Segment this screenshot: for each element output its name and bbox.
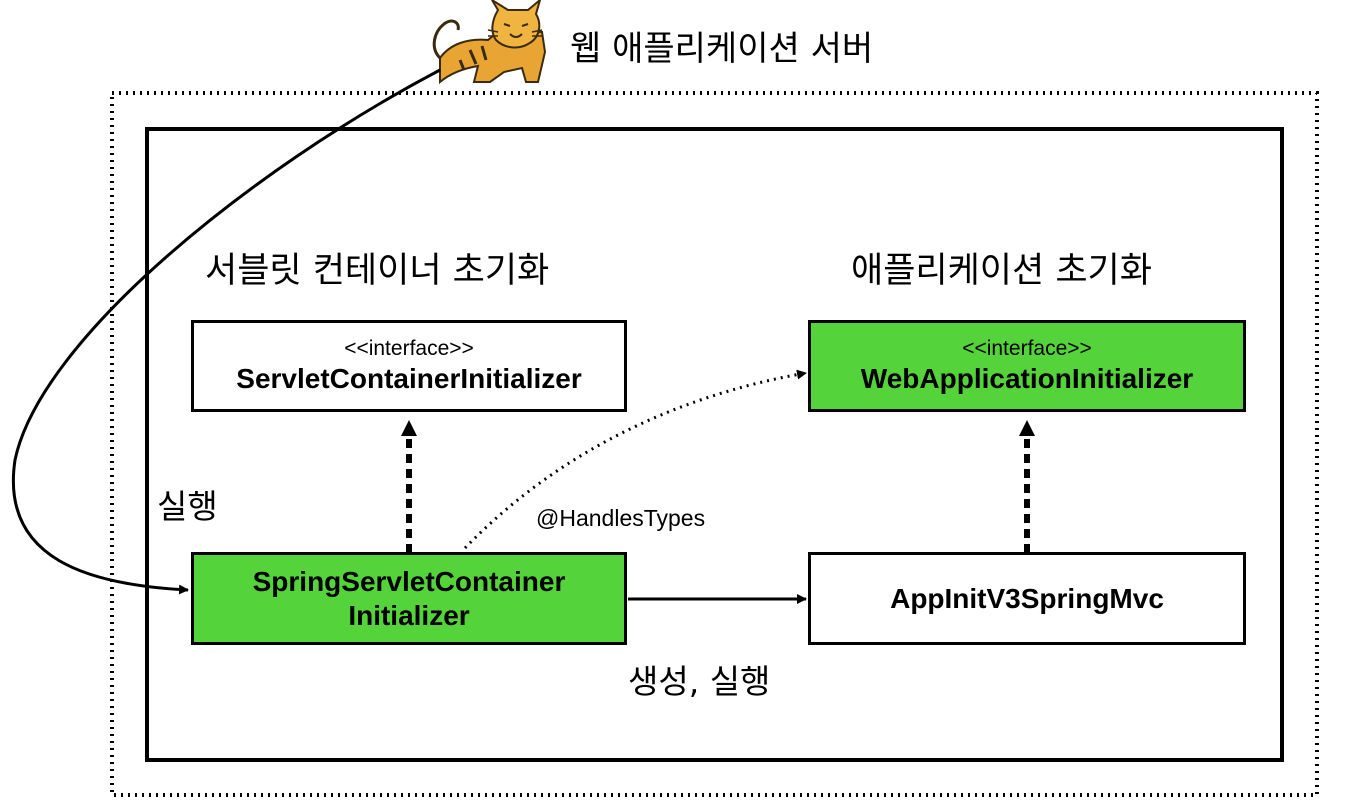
handles-types-label: @HandlesTypes	[536, 505, 706, 531]
spring-servlet-container-initializer-name-line2: Initializer	[348, 599, 470, 631]
servlet-container-initializer-stereotype: <<interface>>	[344, 337, 474, 360]
web-application-initializer-name: WebApplicationInitializer	[860, 363, 1194, 394]
create-run-label: 생성, 실행	[628, 662, 771, 701]
server-run-arrow	[11, 68, 441, 595]
app-init-name: AppInitV3SpringMvc	[890, 582, 1164, 614]
server-title: 웹 애플리케이션 서버	[570, 29, 874, 69]
server-boundary	[110, 91, 1319, 797]
handles-types-arrow	[463, 369, 807, 550]
web-application-initializer-stereotype: <<interface>>	[962, 337, 1092, 360]
servlet-container-initializer-name: ServletContainerInitializer	[236, 363, 582, 394]
right-section-title: 애플리케이션 초기화	[851, 251, 1152, 291]
server-run-label: 실행	[157, 487, 218, 526]
left-section-title: 서블릿 컨테이너 초기화	[205, 251, 550, 291]
container-boundary	[145, 127, 1284, 762]
app-init-box: AppInitV3SpringMvc	[808, 552, 1246, 645]
spring-servlet-container-initializer-box: SpringServletContainer Initializer	[191, 552, 627, 645]
tomcat-cat-icon	[432, 0, 547, 85]
servlet-container-initializer-box: <<interface>> ServletContainerInitialize…	[191, 320, 627, 412]
web-application-initializer-box: <<interface>> WebApplicationInitializer	[808, 320, 1246, 412]
spring-servlet-container-initializer-name-line1: SpringServletContainer	[252, 565, 566, 597]
